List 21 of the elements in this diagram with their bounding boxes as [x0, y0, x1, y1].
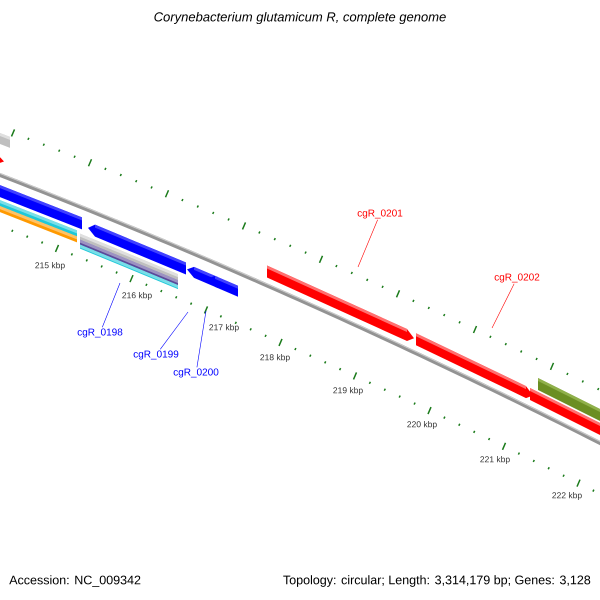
gene-label: cgR_0201: [358, 209, 402, 219]
tick-label: 218 kbp: [260, 354, 290, 362]
gene-label: cgR_0202: [494, 273, 540, 283]
tick-label: 216 kbp: [122, 292, 152, 300]
title: Corynebacterium glutamicum R, complete genome: [154, 12, 446, 24]
leader-line: [358, 219, 378, 268]
leader-line: [102, 282, 120, 328]
tick-label: 217 kbp: [209, 324, 239, 332]
gene-label: cgR_0198: [78, 328, 122, 338]
footer-text: Topology: circular; Length: 3,314,179 bp; Genes: 3,128: [283, 575, 590, 587]
tick-label: 222 kbp: [552, 492, 582, 500]
tick-label: 215 kbp: [35, 262, 65, 270]
footer-text: Accession: NC_009342: [9, 575, 140, 587]
leader-line: [160, 312, 188, 350]
gene-label: cgR_0200: [174, 368, 218, 378]
leader-line: [492, 283, 514, 328]
tick-label: 221 kbp: [480, 456, 510, 464]
tick-label: 220 kbp: [407, 421, 437, 429]
gene-label: cgR_0199: [134, 350, 178, 360]
leader-line: [196, 310, 206, 368]
tick-label: 219 kbp: [333, 387, 363, 395]
